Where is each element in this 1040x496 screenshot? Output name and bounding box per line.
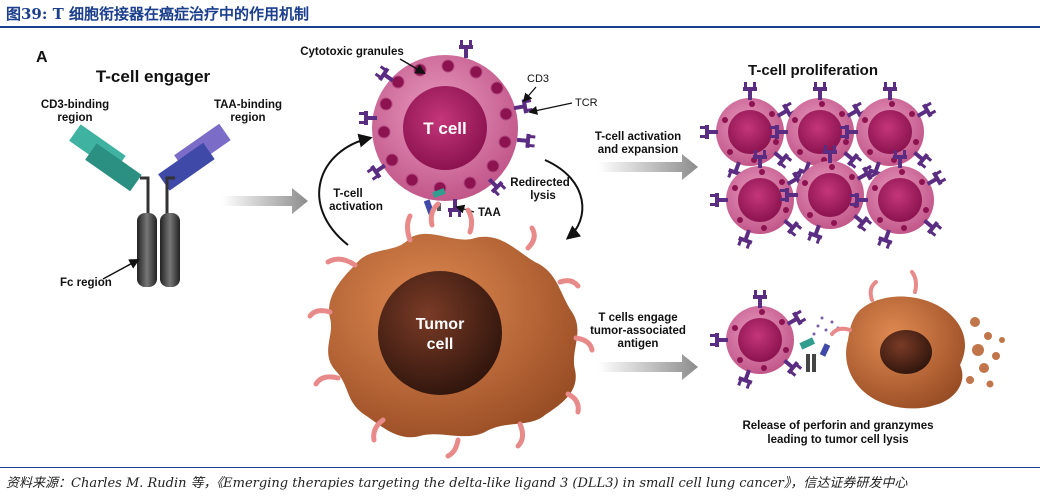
source-note: 资料来源：Charles M. Rudin 等，《Emerging therap…: [6, 476, 908, 491]
mechanism-diagram: A T-cell engager CD3-binding region TAA-…: [36, 40, 1005, 459]
cd3-label: CD3: [527, 73, 549, 85]
cd3-region-label-line2: region: [57, 112, 92, 124]
figure-header: 图39: T 细胞衔接器在癌症治疗中的作用机制: [0, 0, 1040, 28]
engage-label-line2: tumor-associated: [590, 325, 686, 337]
engage-label-line3: antigen: [618, 338, 659, 350]
redirected-lysis-line1: Redirected: [510, 177, 569, 189]
panel-letter: A: [36, 49, 48, 66]
arrow-to-lysis: [598, 354, 698, 380]
cytotoxic-granules-label: Cytotoxic granules: [300, 46, 404, 58]
arrow-to-proliferation: [598, 154, 698, 180]
engaged-t-cell: [710, 290, 807, 389]
header-rule: [0, 26, 1040, 28]
tumor-label-line2: cell: [427, 336, 454, 353]
fc-chain-left: [137, 213, 157, 287]
tumor-label-line1: Tumor: [416, 316, 465, 333]
t-cell-label: T cell: [423, 119, 466, 138]
proliferation-label-line1: T-cell activation: [595, 131, 681, 143]
cd3-region-label-line1: CD3-binding: [41, 99, 109, 111]
fc-region-label: Fc region: [60, 277, 112, 289]
taa-region-label-line2: region: [230, 112, 265, 124]
activation-label-line2: activation: [329, 201, 383, 213]
figure-title: 图39: T 细胞衔接器在癌症治疗中的作用机制: [6, 5, 310, 23]
arrow-engager-to-cycle: [222, 188, 308, 214]
t-cell-engager: T-cell engager CD3-binding region TAA-bi…: [41, 67, 282, 289]
tcr-label: TCR: [575, 97, 598, 109]
source-rule: [0, 467, 1040, 468]
engager-title: T-cell engager: [96, 67, 211, 86]
proliferation-title: T-cell proliferation: [748, 62, 878, 79]
taa-label: TAA: [478, 207, 501, 219]
cd3-binding-domain: [69, 124, 142, 192]
fc-chain-right: [160, 213, 180, 287]
lysis-caption-line2: leading to tumor cell lysis: [767, 434, 908, 446]
activation-label-line1: T-cell: [333, 188, 362, 200]
redirected-lysis-arrow: [544, 159, 584, 240]
engage-label-line1: T cells engage: [598, 312, 677, 324]
central-t-cell: T cell Cytotoxic granules CD3 TCR: [300, 40, 598, 217]
redirected-lysis-line2: lysis: [530, 190, 556, 202]
engager-release: [799, 316, 840, 372]
lysing-tumor-cell: [830, 270, 1005, 409]
taa-region-label-line1: TAA-binding: [214, 99, 282, 111]
proliferation-label-line2: and expansion: [598, 144, 679, 156]
proliferating-t-cells: [700, 82, 947, 249]
tumor-cell: Tumor cell: [307, 201, 595, 459]
activation-cycle-arrow: [318, 133, 373, 246]
lysis-caption-line1: Release of perforin and granzymes: [742, 420, 933, 432]
taa-binding-domain: [158, 123, 231, 191]
